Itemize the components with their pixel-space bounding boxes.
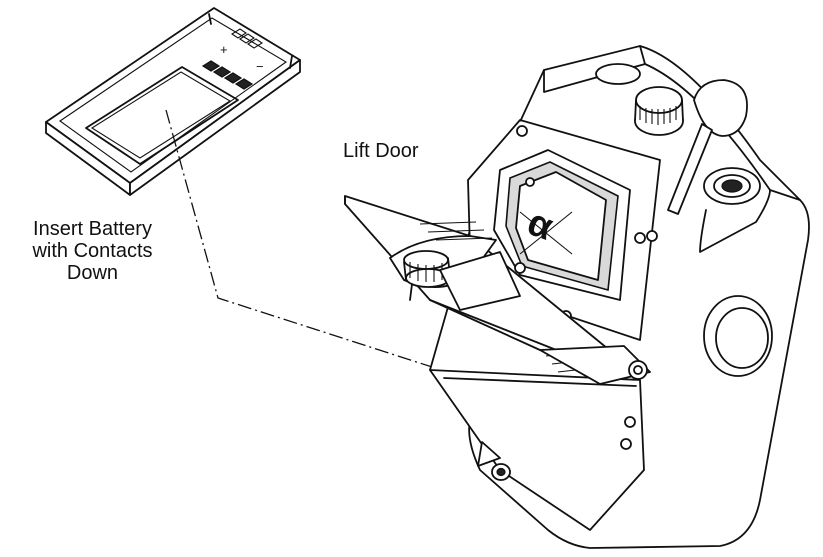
side-button [703, 295, 773, 377]
top-button [595, 63, 641, 85]
connector [703, 167, 761, 205]
battery-top-contacts [230, 28, 264, 49]
battery-minus-sign: − [256, 59, 264, 74]
display-module: α [467, 119, 661, 341]
lift-door [344, 195, 651, 385]
insert-battery-line-3: Down [66, 262, 119, 284]
insert-battery-line-1: Insert Battery [33, 218, 152, 240]
lift-door-label: Lift Door [343, 140, 419, 162]
thumb-screw [403, 250, 451, 301]
battery-pack: + − [45, 7, 301, 196]
knob-lever [634, 79, 748, 215]
insert-battery-line-2: with Contacts [32, 240, 153, 262]
insert-battery-label: Insert Battery with Contacts Down [10, 218, 175, 284]
battery-plus-sign: + [220, 42, 228, 57]
battery-compartment [429, 369, 645, 531]
device: α [429, 45, 810, 549]
battery-contacts [201, 60, 254, 90]
